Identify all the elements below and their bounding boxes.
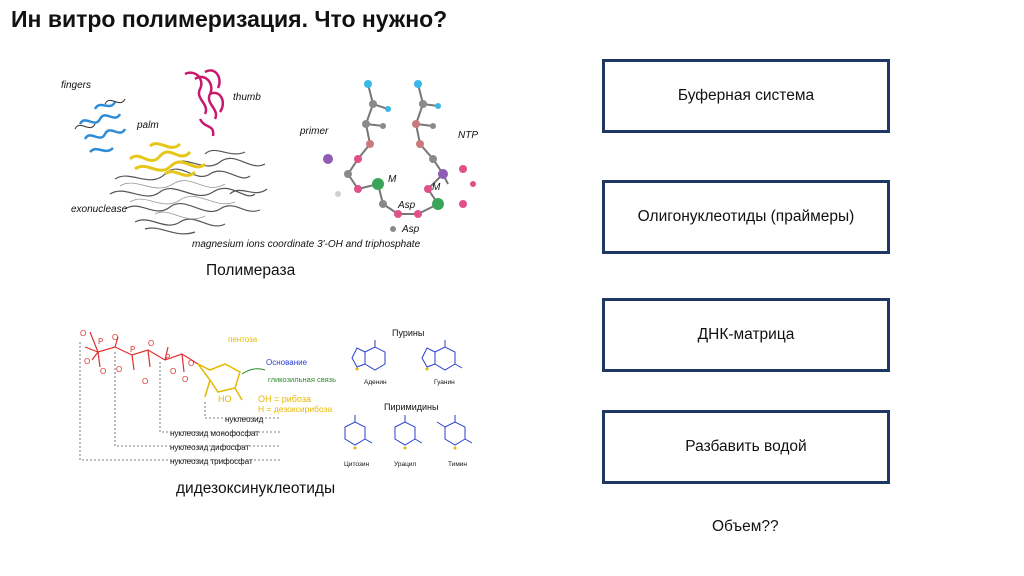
guanine-label: Гуанин xyxy=(434,379,455,386)
dilute-water-box: Разбавить водой xyxy=(602,410,890,484)
svg-text:O: O xyxy=(80,329,86,338)
dna-template-label: ДНК-матрица xyxy=(697,326,795,343)
primers-box: Олигонуклеотиды (праймеры) xyxy=(602,180,890,254)
polymerase-caption: Полимераза xyxy=(206,262,296,279)
svg-text:O: O xyxy=(170,367,176,376)
svg-text:O: O xyxy=(182,375,188,384)
svg-text:O: O xyxy=(188,359,194,368)
pyrimidines-title: Пиримидины xyxy=(384,402,438,412)
asp-label-1: Asp xyxy=(397,200,416,211)
base-label: Основание xyxy=(266,358,308,367)
volume-note: Объем?? xyxy=(712,518,779,535)
polymerase-structure-figure: fingers thumb palm exonuclease xyxy=(61,69,268,235)
nucleoside-label: нуклеозид xyxy=(225,415,264,424)
active-site-caption: magnesium ions coordinate 3'-OH and trip… xyxy=(192,239,421,250)
active-site-figure: primer NTP M M Asp Asp xyxy=(299,80,478,235)
svg-text:O: O xyxy=(142,377,148,386)
triphosphate-label: нуклеозид трифосфат xyxy=(170,457,253,466)
svg-text:P: P xyxy=(165,353,170,362)
ribose-label: OH = рибоза xyxy=(258,394,311,404)
glycosidic-bond-label: гликозильная связь xyxy=(268,375,336,384)
svg-text:O: O xyxy=(116,365,122,374)
svg-text:O: O xyxy=(100,367,106,376)
svg-text:O: O xyxy=(112,333,118,342)
thumb-label: thumb xyxy=(233,92,261,103)
buffer-system-label: Буферная система xyxy=(677,87,815,104)
svg-text:O: O xyxy=(148,339,154,348)
nucleotide-structure-figure: O P P P O O O O O O O O O пентоза Осно xyxy=(79,329,336,466)
uracil-label: Урацил xyxy=(394,461,416,468)
diphosphate-label: нуклеозид дифосфат xyxy=(170,443,250,452)
thymine-label: Тимин xyxy=(448,461,467,468)
cytosine-label: Цитозин xyxy=(344,461,369,468)
primers-label: Олигонуклеотиды (праймеры) xyxy=(637,208,855,225)
monophosphate-label: нуклеозид монофосфат xyxy=(170,429,259,438)
metal-label-1: M xyxy=(388,174,397,185)
primer-label: primer xyxy=(299,126,329,137)
dna-template-box: ДНК-матрица xyxy=(602,298,890,372)
exonuclease-label: exonuclease xyxy=(71,204,128,215)
dilute-water-label: Разбавить водой xyxy=(685,438,807,455)
fingers-label: fingers xyxy=(61,80,91,91)
pentose-label: пентоза xyxy=(228,335,258,344)
active-site-caption-text: magnesium ions coordinate 3'-OH and trip… xyxy=(192,239,421,250)
asp-label-2: Asp xyxy=(401,224,420,235)
adenine-label: Аденин xyxy=(364,379,387,386)
purines-title: Пурины xyxy=(392,328,424,338)
ho-label: HO xyxy=(218,394,232,404)
deoxyribose-label: H = дезоксирибоза xyxy=(258,404,333,414)
svg-text:O: O xyxy=(84,357,90,366)
metal-label-2: M xyxy=(432,182,441,193)
svg-text:P: P xyxy=(98,337,103,346)
ntp-label: NTP xyxy=(458,130,478,141)
nucleotides-caption: дидезоксинуклеотиды xyxy=(176,480,336,497)
slide-title: Ин витро полимеризация. Что нужно? xyxy=(11,6,448,32)
palm-label: palm xyxy=(136,120,159,131)
svg-text:P: P xyxy=(130,345,135,354)
nucleobases-figure: Пурины Аденин Гуанин Пиримидины Цитозин xyxy=(344,328,473,468)
buffer-system-box: Буферная система xyxy=(602,59,890,133)
